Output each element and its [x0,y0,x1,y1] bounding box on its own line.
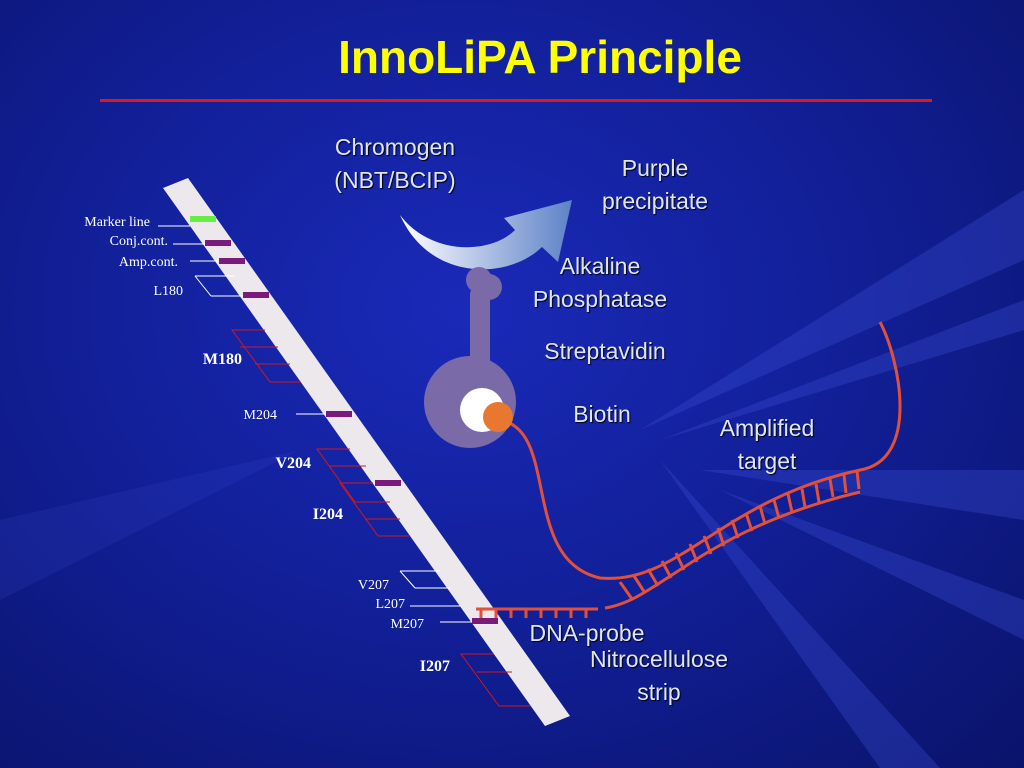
enzyme-stalk [470,288,490,368]
nitrocellulose-strip [163,178,570,726]
dna-probe [476,607,598,618]
strip-label-conj-cont: Conj.cont. [110,234,168,249]
strip-label-m204: M204 [244,408,277,423]
purple-precipitate-label: Purple precipitate [601,155,709,214]
strip-label-marker-line: Marker line [84,215,150,230]
strip-label-v204: V204 [275,455,311,472]
strip-label-l207: L207 [375,597,405,612]
streptavidin-label: Streptavidin [544,338,666,364]
slide-title: InnoLiPA Principle [338,31,742,83]
strip-label-amp-cont: Amp.cont. [119,255,178,270]
amplified-target-label: Amplified target [719,415,815,474]
strip-label-i207: I207 [420,658,450,675]
chromogen-label: Chromogen (NBT/BCIP) [334,134,456,193]
strip-label-v207: V207 [358,578,389,593]
biotin-ball [483,402,513,432]
strip-label-l180: L180 [153,284,183,299]
biotin-label: Biotin [573,401,631,427]
nitrocellulose-strip-label: Nitrocellulose strip [589,646,729,705]
alkaline-phosphatase-label: Alkaline Phosphatase [532,253,668,312]
chromogen-arrow [400,200,572,270]
strip-label-m180: M180 [203,351,242,368]
title-underline [100,99,932,102]
enzyme-complex [424,267,516,448]
dna-probe-label: DNA-probe [529,620,645,646]
alkaline-phosphatase-head-2 [476,274,502,300]
amplified-target [499,321,902,610]
strip-label-i204: I204 [313,506,343,523]
target-rungs [618,470,861,600]
strip-label-m207: M207 [391,617,424,632]
